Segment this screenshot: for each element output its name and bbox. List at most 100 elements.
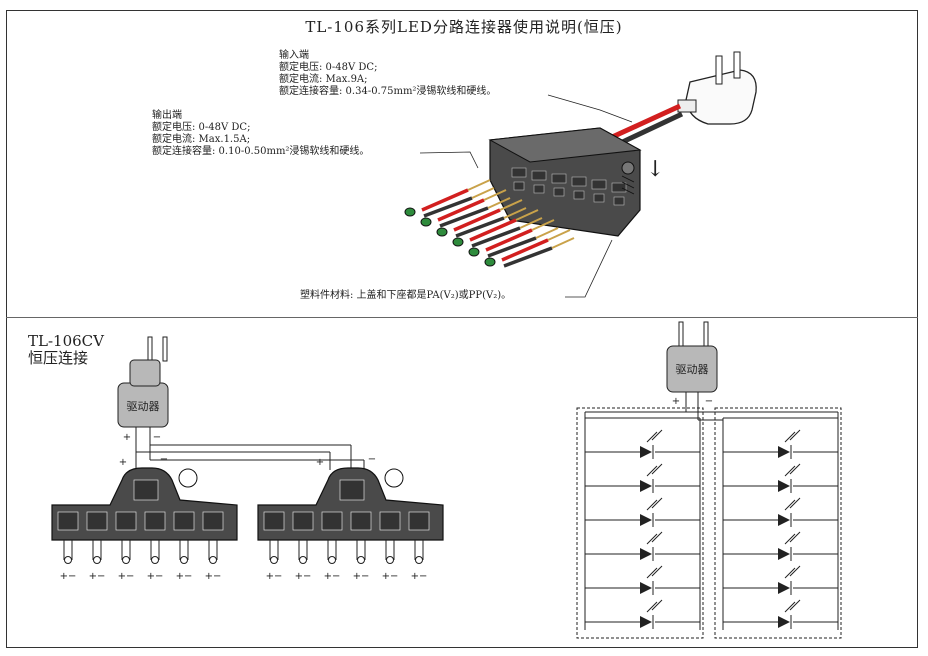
output-wire-red bbox=[453, 208, 501, 232]
lead-led bbox=[386, 556, 394, 564]
output-wire-red bbox=[421, 188, 469, 212]
output-lead bbox=[452, 209, 543, 248]
diode-symbol bbox=[640, 446, 652, 458]
light-arrow bbox=[646, 429, 663, 443]
section-title: TL-106CV 恒压连接 bbox=[28, 333, 104, 367]
input-minus-mark: − bbox=[368, 454, 376, 465]
plug-collar bbox=[677, 99, 697, 113]
lead-polarity: +− bbox=[266, 571, 283, 582]
light-arrow bbox=[784, 531, 801, 545]
input-port bbox=[339, 479, 365, 501]
output-wire-black bbox=[487, 236, 537, 258]
led-ladder-1 bbox=[640, 429, 663, 628]
drawing-frame bbox=[6, 10, 918, 648]
output-port bbox=[321, 511, 343, 531]
output-lead bbox=[484, 229, 575, 268]
lead-polarity: +− bbox=[411, 571, 428, 582]
connector-port bbox=[551, 173, 567, 184]
output-wire-tip bbox=[551, 237, 575, 249]
plug-body bbox=[685, 69, 757, 125]
output-wire-tip bbox=[503, 207, 527, 219]
diode-symbol bbox=[640, 582, 652, 594]
input-spec-current: 额定电流: Max.9A; bbox=[279, 74, 368, 85]
output-spec-current: 额定电流: Max.1.5A; bbox=[152, 134, 251, 145]
driver-left bbox=[117, 336, 169, 428]
connector-top-face bbox=[488, 127, 642, 163]
down-arrow: ↓ bbox=[646, 157, 665, 182]
input-leader-line bbox=[547, 94, 633, 123]
driver-label: 驱动器 bbox=[127, 400, 160, 413]
output-wire-black bbox=[471, 226, 521, 248]
connector-latch bbox=[553, 187, 565, 197]
lead-led bbox=[209, 556, 217, 564]
light-arrow bbox=[784, 565, 801, 579]
output-wire-tip bbox=[487, 197, 511, 209]
lead-polarity: +− bbox=[89, 571, 106, 582]
output-wire-tip bbox=[531, 219, 555, 231]
diode-symbol bbox=[778, 480, 790, 492]
section-divider bbox=[6, 317, 918, 318]
output-port bbox=[86, 511, 108, 531]
led-bulb bbox=[420, 217, 432, 227]
input-plus-mark: + bbox=[119, 457, 127, 468]
output-port bbox=[57, 511, 79, 531]
lead-led bbox=[270, 556, 278, 564]
output-wire-red bbox=[485, 228, 533, 252]
light-arrow bbox=[646, 565, 663, 579]
output-spec-heading: 输出端 bbox=[152, 110, 182, 121]
input-port bbox=[133, 479, 159, 501]
driver-prong bbox=[147, 336, 153, 362]
diode-symbol bbox=[778, 446, 790, 458]
driver-label: 驱动器 bbox=[676, 363, 709, 376]
input-minus-mark: − bbox=[160, 454, 168, 465]
output-wire-tip bbox=[483, 189, 507, 201]
connector-port bbox=[591, 179, 607, 190]
material-note: 塑料件材料: 上盖和下座都是PA(V₂)或PP(V₂)。 bbox=[300, 290, 512, 301]
lead-led bbox=[64, 556, 72, 564]
led-module-2 bbox=[714, 407, 842, 639]
led-bulb bbox=[484, 257, 496, 267]
lead-led bbox=[180, 556, 188, 564]
output-port bbox=[263, 511, 285, 531]
driver-minus-mark: − bbox=[153, 432, 161, 443]
output-port bbox=[144, 511, 166, 531]
lead-polarity: +− bbox=[382, 571, 399, 582]
diode-symbol bbox=[640, 514, 652, 526]
section-subtitle: 恒压连接 bbox=[28, 349, 89, 367]
lead-led bbox=[151, 556, 159, 564]
output-lead bbox=[436, 199, 527, 238]
mount-ear bbox=[178, 468, 198, 488]
diode-symbol bbox=[640, 616, 652, 628]
diode-symbol bbox=[778, 582, 790, 594]
output-leader-line bbox=[419, 151, 479, 169]
diode-symbol bbox=[778, 514, 790, 526]
lead-polarity: +− bbox=[118, 571, 135, 582]
connector-latch bbox=[513, 181, 525, 191]
light-arrow bbox=[784, 429, 801, 443]
diode-symbol bbox=[778, 616, 790, 628]
output-wire-red bbox=[469, 218, 517, 242]
light-arrow bbox=[646, 497, 663, 511]
connector-port bbox=[611, 182, 627, 193]
input-spec: 输入端 额定电压: 0-48V DC; 额定电流: Max.9A; 额定连接容量… bbox=[279, 50, 496, 98]
connector-block bbox=[488, 127, 642, 237]
output-wire-tip bbox=[515, 209, 539, 221]
driver-neck bbox=[129, 359, 161, 387]
connector-screw bbox=[621, 161, 635, 175]
output-wire-black bbox=[423, 196, 473, 218]
lead-polarity: +− bbox=[353, 571, 370, 582]
connector-latch bbox=[573, 190, 585, 200]
output-wire-black bbox=[503, 246, 553, 268]
driver-box bbox=[666, 345, 718, 393]
input-wire-red bbox=[608, 103, 682, 141]
driver-prong bbox=[678, 321, 684, 347]
input-spec-wire: 额定连接容量: 0.34-0.75mm²浸锡软线和硬线。 bbox=[279, 86, 497, 97]
driver-minus-mark: − bbox=[705, 396, 713, 407]
output-port bbox=[379, 511, 401, 531]
diode-symbol bbox=[778, 548, 790, 560]
light-arrow bbox=[784, 463, 801, 477]
connector-port bbox=[511, 167, 527, 178]
output-spec-wire: 额定连接容量: 0.10-0.50mm²浸锡软线和硬线。 bbox=[152, 146, 370, 157]
diode-symbol bbox=[640, 480, 652, 492]
output-wire-black bbox=[439, 206, 489, 228]
